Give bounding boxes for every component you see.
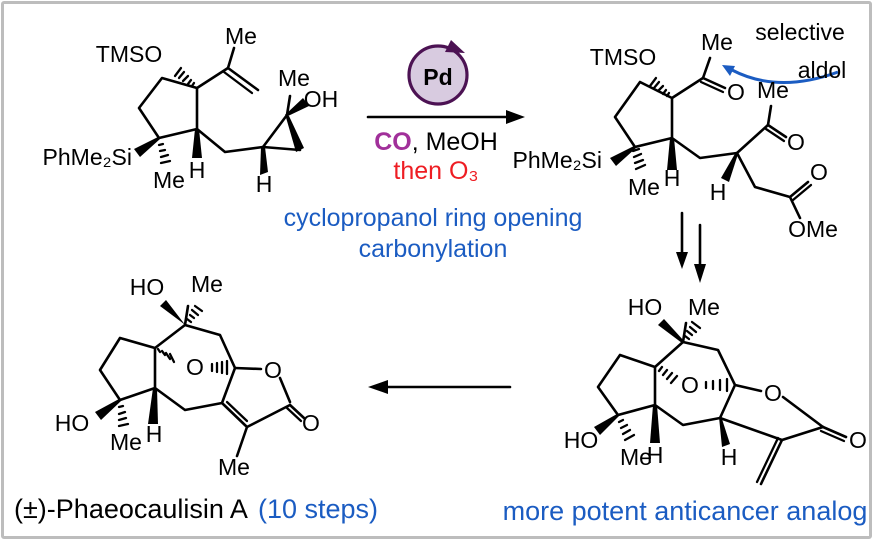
label-o-carbonyl: O (849, 427, 867, 453)
hash-bridge-right (704, 377, 729, 393)
label-o-lactone: O (764, 380, 782, 406)
structure-analog: HO Me O O O HO Me H H (564, 294, 867, 486)
label-h-cyclopropane: H (256, 171, 273, 197)
hash-bridge-left (657, 365, 679, 385)
structure-final: HO Me O O O HO Me H Me (55, 271, 320, 480)
structure-analog-skeleton (594, 319, 848, 486)
structure-opened-skeleton (610, 56, 813, 220)
label-h-chain: H (710, 179, 727, 205)
hash-bridge-right (210, 359, 229, 376)
label-phme2si: PhMe₂Si (513, 147, 602, 173)
reagents-line1: CO, MeOH (352, 129, 520, 156)
hash-me-top (185, 304, 204, 324)
structure-final-skeleton (95, 300, 306, 458)
label-me-quat: Me (153, 167, 185, 193)
reagents-line2: then O₃ (352, 158, 520, 185)
label-h-lactone: H (721, 444, 738, 470)
final-product-name: (±)-Phaeocaulisin A (14, 494, 247, 524)
label-me-top: Me (191, 271, 223, 297)
structure-opened: selective aldol TMSO Me O Me O PhMe₂Si M… (513, 19, 847, 242)
reagent-co: CO (374, 128, 412, 156)
structure-start: TMSO Me Me OH PhMe₂Si Me H H (43, 23, 339, 197)
label-me-quat: Me (628, 174, 660, 200)
structure-start-skeleton (134, 46, 309, 175)
pd-cycle-arrowhead (445, 40, 465, 53)
annotation-selective: selective (755, 19, 844, 45)
label-ho-top: HO (628, 294, 663, 320)
label-h-ring: H (189, 157, 206, 183)
label-tmso: TMSO (96, 41, 162, 67)
selective-aldol-arrowhead (722, 65, 735, 76)
reaction-arrow-forward: Pd (366, 40, 525, 124)
analog-caption: more potent anticancer analog (498, 496, 872, 527)
note-carbonylation: carbonylation (358, 235, 508, 263)
hash-otms (648, 76, 671, 98)
label-h-ring: H (647, 442, 664, 468)
hash-bridge-left (156, 347, 176, 364)
note-ring-opening: cyclopropanol ring opening (283, 204, 583, 232)
label-ome: OMe (788, 216, 838, 242)
hash-me-bottom (117, 404, 130, 428)
label-ho-bottom: HO (55, 410, 90, 436)
label-phme2si: PhMe₂Si (43, 144, 132, 170)
label-o-ester: O (810, 159, 828, 185)
hash-me-quat (157, 142, 172, 165)
label-o-acyl1: O (727, 79, 745, 105)
label-me-bottom: Me (620, 444, 652, 470)
label-o-bridge: O (681, 372, 699, 398)
label-oh: OH (304, 86, 339, 112)
label-ho-top: HO (130, 274, 165, 300)
pd-catalyst-circle (407, 44, 469, 106)
label-me-cyclopropane: Me (278, 65, 310, 91)
label-me-isopropenyl: Me (225, 23, 257, 49)
label-pd: Pd (423, 64, 452, 90)
hash-otms (173, 66, 196, 88)
reaction-notes: cyclopropanol ring opening carbonylation (280, 203, 586, 265)
analog-caption-text: more potent anticancer analog (502, 496, 868, 526)
label-h-ring: H (146, 421, 163, 447)
annotation-aldol: aldol (798, 57, 847, 83)
reaction-arrow-left (368, 380, 512, 394)
hash-me-quat (631, 147, 647, 171)
label-o-acyl2: O (787, 129, 805, 155)
label-me-top: Me (688, 294, 720, 320)
label-o-lactone: O (264, 357, 282, 383)
label-me-acyl1: Me (701, 29, 733, 55)
label-me-bottom: Me (110, 429, 142, 455)
label-me-acyl2: Me (757, 77, 789, 103)
reagent-then-o3: then O₃ (393, 157, 479, 185)
hash-me-bottom (617, 418, 636, 442)
label-o-bridge: O (186, 354, 204, 380)
final-product-steps: (10 steps) (257, 494, 379, 524)
label-ho-bottom: HO (564, 427, 599, 453)
label-tmso: TMSO (590, 44, 656, 70)
label-me-alkene: Me (218, 454, 250, 480)
hash-me-top (683, 320, 702, 341)
arrow-head (506, 110, 525, 124)
selective-aldol-arrow (731, 68, 839, 84)
double-down-arrow (676, 211, 706, 283)
reagent-meoh: , MeOH (411, 128, 498, 156)
final-product-caption: (±)-Phaeocaulisin A (10 steps) (14, 494, 378, 525)
label-o-carbonyl: O (302, 410, 320, 436)
label-h-ring: H (664, 165, 681, 191)
